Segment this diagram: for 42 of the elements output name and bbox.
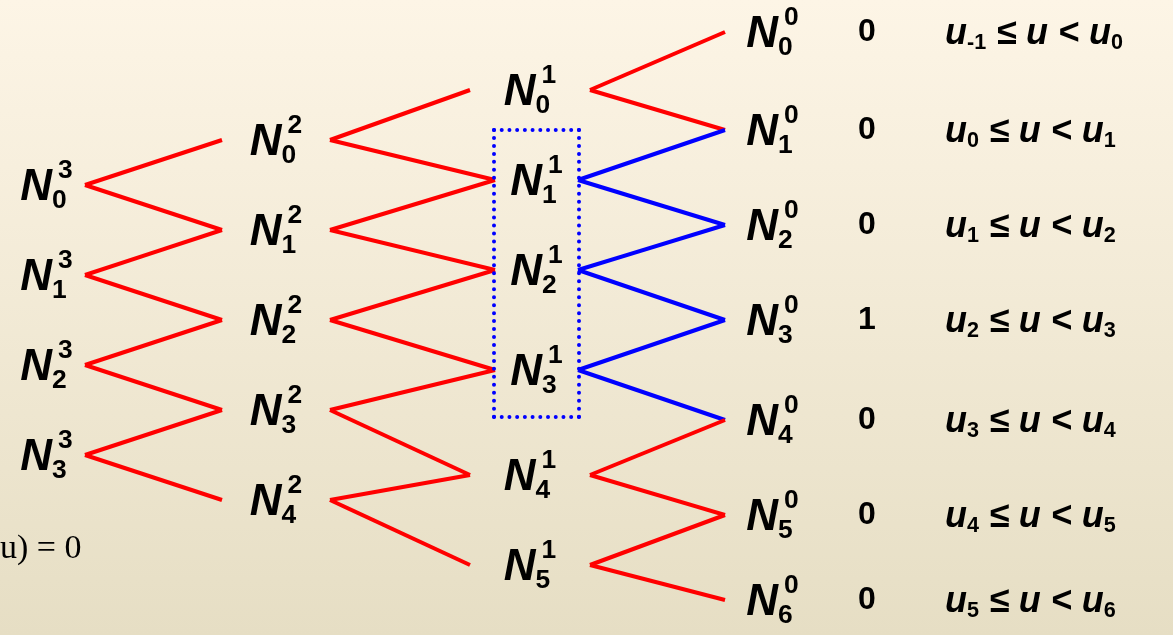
interval-formula: u$_{0}$ ≤ u < u$_{1}$ bbox=[945, 112, 1116, 148]
value-text: 0 bbox=[858, 497, 876, 529]
value-text: 0 bbox=[858, 207, 876, 239]
interval-formula: u$_{-1}$ ≤ u < u$_{0}$ bbox=[945, 14, 1123, 50]
connector-line bbox=[589, 88, 726, 132]
value-text: 0 bbox=[858, 402, 876, 434]
value-text: 0 bbox=[858, 112, 876, 144]
connector-line bbox=[84, 138, 223, 187]
connector-line bbox=[329, 368, 496, 412]
connector-line bbox=[84, 228, 223, 277]
connector-line bbox=[84, 318, 223, 367]
connector-line bbox=[329, 178, 496, 232]
dotted-group-box bbox=[492, 128, 581, 419]
connector-line bbox=[329, 268, 496, 322]
connector-line bbox=[84, 363, 223, 412]
interval-formula: u$_{4}$ ≤ u < u$_{5}$ bbox=[945, 497, 1116, 533]
interval-formula: u$_{2}$ ≤ u < u$_{3}$ bbox=[945, 302, 1116, 338]
connector-line bbox=[589, 473, 726, 517]
connector-line bbox=[84, 273, 223, 322]
connector-line bbox=[329, 228, 496, 272]
formula-fragment: u) = 0 bbox=[0, 530, 82, 564]
connector-line bbox=[589, 30, 726, 92]
connector-line bbox=[589, 513, 726, 567]
connector-line bbox=[589, 563, 726, 602]
interval-formula: u$_{3}$ ≤ u < u$_{4}$ bbox=[945, 402, 1116, 438]
interval-formula: u$_{5}$ ≤ u < u$_{6}$ bbox=[945, 582, 1116, 618]
connector-line bbox=[329, 498, 471, 567]
connector-line bbox=[577, 223, 726, 272]
connector-line bbox=[84, 453, 223, 502]
connector-line bbox=[577, 368, 726, 422]
connector-line bbox=[329, 408, 471, 477]
connector-line bbox=[84, 183, 223, 232]
connector-line bbox=[329, 473, 471, 502]
value-text: 1 bbox=[858, 302, 876, 334]
value-text: 0 bbox=[858, 14, 876, 46]
interval-formula: u$_{1}$ ≤ u < u$_{2}$ bbox=[945, 207, 1116, 243]
connector-line bbox=[84, 408, 223, 457]
connector-line bbox=[589, 418, 726, 477]
connector-line bbox=[329, 88, 471, 142]
connector-line bbox=[577, 268, 726, 322]
connector-line bbox=[577, 178, 726, 227]
value-text: 0 bbox=[858, 582, 876, 614]
